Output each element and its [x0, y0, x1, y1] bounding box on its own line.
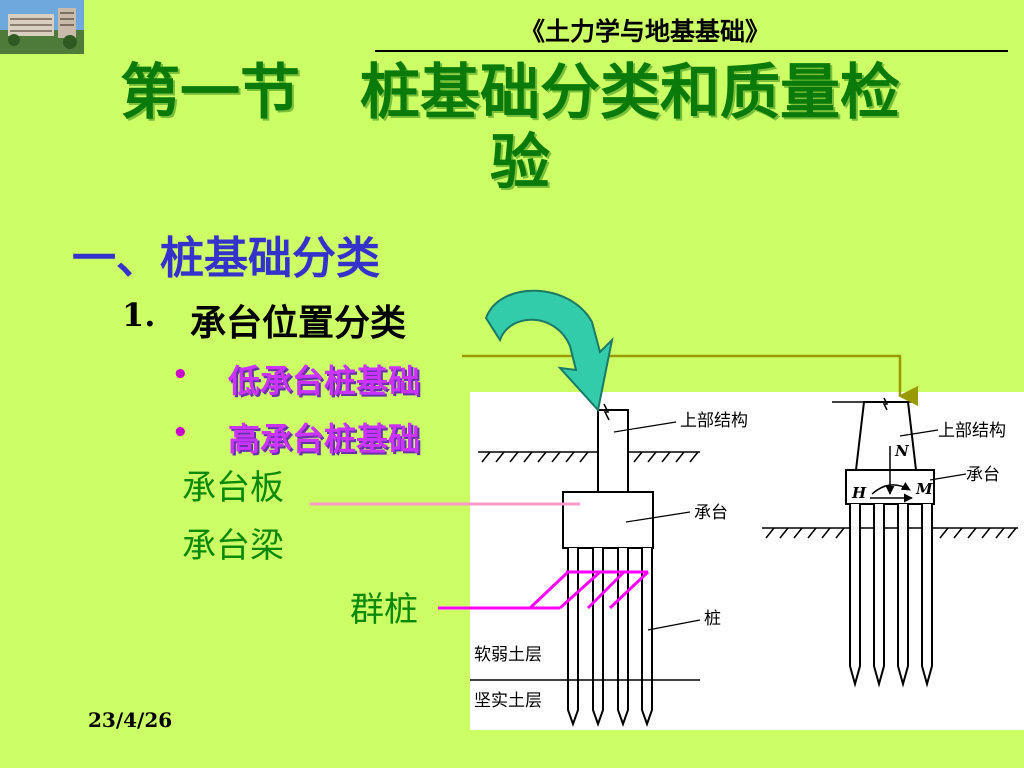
- bullet-marker: •: [172, 418, 189, 448]
- campus-photo-thumbnail: [0, 0, 84, 54]
- list-item-label: 承台位置分类: [190, 294, 406, 346]
- list-number: 1.: [122, 296, 155, 334]
- label-cap-beam: 承台梁: [182, 518, 284, 567]
- bullet-high-cap-pile: 高承台桩基础: [228, 414, 420, 460]
- slide-date: 23/4/26: [88, 708, 172, 732]
- connector-high-cap: [462, 356, 900, 396]
- section-heading: 一、桩基础分类: [72, 222, 380, 286]
- title-rule: [375, 50, 1008, 52]
- page-title: 第一节 桩基础分类和质量检 验: [60, 58, 960, 198]
- page-title-line1: 第一节 桩基础分类和质量检: [60, 58, 960, 128]
- pile-foundation-diagram-panel: [470, 392, 1024, 730]
- label-cap-board: 承台板: [182, 460, 284, 509]
- course-title: 《土力学与地基基础》: [520, 12, 770, 48]
- bullet-marker: •: [172, 360, 189, 390]
- bullet-low-cap-pile: 低承台桩基础: [228, 356, 420, 402]
- page-title-line2: 验: [60, 128, 960, 198]
- label-pile-group: 群桩: [350, 582, 418, 631]
